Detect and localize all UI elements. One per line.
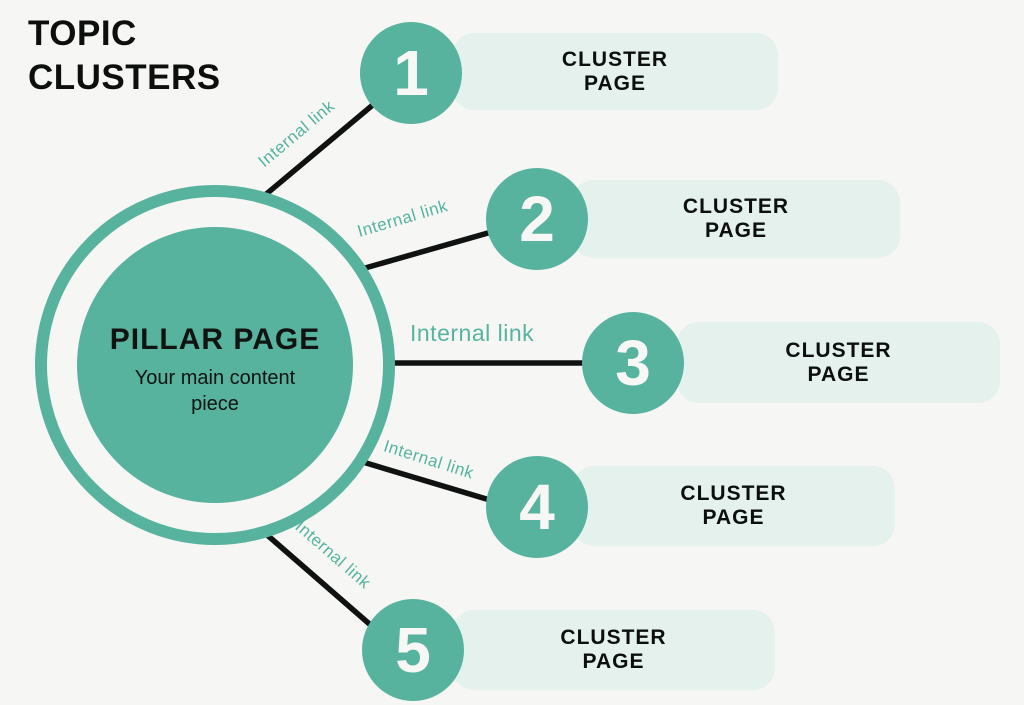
- pillar-heading: PILLAR PAGE: [109, 323, 321, 356]
- cluster-number-badge-2: 2: [486, 168, 588, 270]
- cluster-number-badge-1: 1: [360, 22, 462, 124]
- cluster-page-label-5: CLUSTER PAGE: [560, 626, 667, 673]
- cluster-number-4: 4: [519, 471, 555, 543]
- cluster-number-3: 3: [615, 327, 651, 399]
- cluster-number-badge-5: 5: [362, 599, 464, 701]
- cluster-number-5: 5: [395, 614, 431, 686]
- cluster-page-box-3: CLUSTER PAGE: [677, 322, 1000, 403]
- pillar-subheading: Your main content piece: [134, 367, 296, 415]
- cluster-number-badge-3: 3: [582, 312, 684, 414]
- page-title: TOPIC CLUSTERS: [28, 12, 221, 100]
- pillar-circle: PILLAR PAGE Your main content piece: [77, 227, 353, 503]
- cluster-number-2: 2: [519, 183, 555, 255]
- cluster-page-label-3: CLUSTER PAGE: [785, 338, 892, 386]
- internal-link-label-3: Internal link: [410, 320, 535, 346]
- cluster-page-box-4: CLUSTER PAGE: [572, 466, 895, 546]
- page-title-line2: CLUSTERS: [28, 58, 221, 97]
- cluster-page-label-1: CLUSTER PAGE: [561, 47, 669, 95]
- cluster-number-1: 1: [393, 37, 429, 109]
- cluster-page-box-5: CLUSTER PAGE: [452, 610, 775, 690]
- cluster-page-box-1: CLUSTER PAGE: [452, 33, 778, 110]
- cluster-page-box-2: CLUSTER PAGE: [572, 180, 900, 258]
- cluster-page-label-2: CLUSTER PAGE: [682, 195, 790, 242]
- cluster-number-badge-4: 4: [486, 456, 588, 558]
- cluster-page-label-4: CLUSTER PAGE: [680, 482, 787, 529]
- page-title-line1: TOPIC: [28, 14, 137, 53]
